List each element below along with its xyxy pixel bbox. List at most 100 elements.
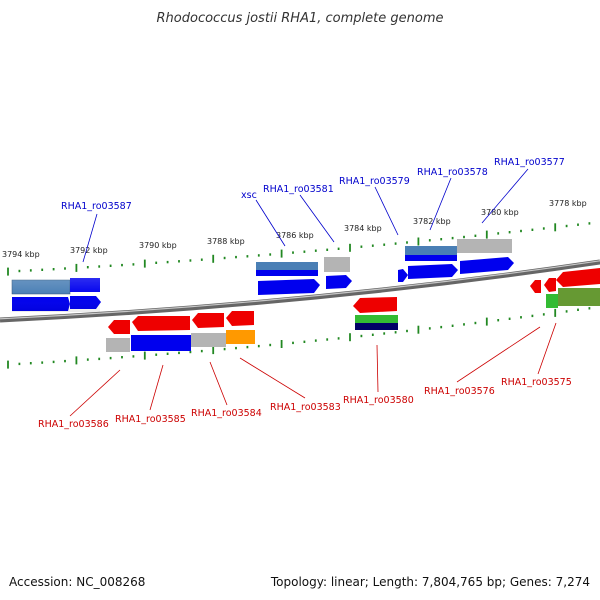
reverse-scale-major-tick [554,308,557,317]
gene-ro03586[interactable] [106,338,130,352]
gene-rev-arrow-1[interactable] [108,320,130,334]
gene-ro03575-green[interactable] [546,294,558,308]
reverse-scale-major-tick [7,360,9,369]
forward-scale-major-tick [212,254,215,263]
gene-ro03585[interactable] [132,316,190,331]
gene-xsc[interactable] [256,270,318,276]
reverse-scale-dot [178,351,180,355]
reverse-scale-dot [269,343,272,347]
reverse-scale-major-tick [280,340,283,348]
forward-scale-dot [542,227,545,230]
gene-ro03583[interactable] [226,311,254,326]
reverse-scale-major-tick [143,351,146,360]
label-ro03586[interactable]: RHA1_ro03586 [38,419,109,430]
reverse-scale-dot [565,310,568,313]
gene-ro03580-navy[interactable] [355,323,398,330]
genome-summary-text: Topology: linear; Length: 7,804,765 bp; … [270,575,590,589]
label-ro03584[interactable]: RHA1_ro03584 [191,408,262,419]
label-ro03576[interactable]: RHA1_ro03576 [424,386,495,397]
gene-ro03577[interactable] [460,257,514,274]
leader-ro03575 [537,322,557,375]
forward-scale-major-tick [280,249,283,258]
forward-scale-dot [326,248,329,251]
gene-ro03578-steel[interactable] [405,246,457,255]
reverse-scale-major-tick [212,346,215,355]
forward-scale-dot [121,263,123,267]
kbp-tick-labels: 3794 kbp 3792 kbp 3790 kbp 3788 kbp 3786… [2,199,587,259]
label-ro03581[interactable]: RHA1_ro03581 [263,184,334,195]
gene-rev-arrow-8[interactable] [544,278,556,292]
forward-scale-dot [235,255,237,259]
reverse-scale-dot [520,316,522,319]
gene-ro03578[interactable] [408,264,458,279]
reverse-scale-major-tick [485,317,488,326]
forward-scale-dot [257,254,260,257]
label-ro03580[interactable]: RHA1_ro03580 [343,395,414,406]
reverse-scale-dot [246,345,249,349]
reverse-scale-major-tick [349,333,351,342]
forward-scale-dot [497,232,500,235]
reverse-scale-dot [314,339,317,342]
forward-scale-dot [98,265,101,268]
label-ro03583[interactable]: RHA1_ro03583 [270,402,341,413]
kbp-tick-3792: 3792 kbp [70,246,108,255]
forward-scale-dot [383,243,386,246]
gene-ro03579[interactable] [398,269,408,282]
label-ro03577[interactable]: RHA1_ro03577 [494,157,565,168]
gene-ro03581[interactable] [326,275,352,289]
gene-ro03583-orange[interactable] [226,330,255,344]
gene-ro03585-blue[interactable] [131,335,191,351]
label-ro03585[interactable]: RHA1_ro03585 [115,414,186,425]
accession-text: Accession: NC_008268 [9,575,145,589]
gene-ro03584[interactable] [191,333,226,347]
reverse-scale-dot [166,352,169,355]
map-title: Rhodococcus jostii RHA1, complete genome [157,11,444,26]
forward-scale-major-tick [349,243,351,252]
reverse-scale-dot [371,333,374,336]
gene-ro03578-strip[interactable] [405,255,457,261]
forward-scale-dot [394,242,397,245]
genome-backbone-highlight [0,260,600,320]
gene-ro03581-grey[interactable] [324,257,350,272]
forward-scale-dot [64,267,66,270]
forward-gene-labels: RHA1_ro03587 xsc RHA1_ro03581 RHA1_ro035… [61,157,565,263]
reverse-scale-dot [474,321,477,325]
gene-ro03580-green[interactable] [355,315,398,323]
reverse-scale-dot [155,353,158,356]
kbp-tick-3784: 3784 kbp [344,224,382,233]
label-ro03575[interactable]: RHA1_ro03575 [501,377,572,388]
forward-scale-dot [18,269,21,273]
reverse-scale-dot [235,346,237,350]
reverse-scale-dot [463,323,465,326]
label-ro03579[interactable]: RHA1_ro03579 [339,176,410,187]
leader-ro03586 [69,369,121,417]
leader-ro03580 [376,344,379,393]
reverse-scale-dot [303,340,306,343]
reverse-scale-dot [223,347,226,351]
label-ro03587[interactable]: RHA1_ro03587 [61,201,132,212]
gene-ro03575-olive[interactable] [558,288,600,306]
gene-ro03575[interactable] [556,268,600,287]
forward-scale-dot [406,241,408,244]
kbp-tick-3778: 3778 kbp [549,199,587,208]
reverse-scale-major-tick [75,356,78,365]
reverse-scale-dot [451,324,454,327]
reverse-scale-dot [406,329,408,333]
forward-scale-dot [246,255,249,258]
reverse-scale-dot [292,341,294,345]
label-xsc[interactable]: xsc [241,190,257,201]
leader-ro03581 [299,194,335,243]
gene-ro03580[interactable] [353,297,397,313]
forward-scale-dot [428,239,431,242]
kbp-tick-3788: 3788 kbp [207,237,245,246]
gene-arrow-fwd-3[interactable] [258,279,320,295]
leader-ro03587 [82,213,98,263]
label-ro03578[interactable]: RHA1_ro03578 [417,167,488,178]
gene-ro03578-grey[interactable] [457,239,512,253]
gene-sheen-1 [12,278,100,312]
leader-ro03577 [481,168,529,224]
gene-xsc-steel[interactable] [256,262,318,270]
reverse-scale-dot [394,331,397,334]
gene-rev-arrow-3[interactable] [192,313,224,328]
gene-ro03576[interactable] [530,280,541,293]
